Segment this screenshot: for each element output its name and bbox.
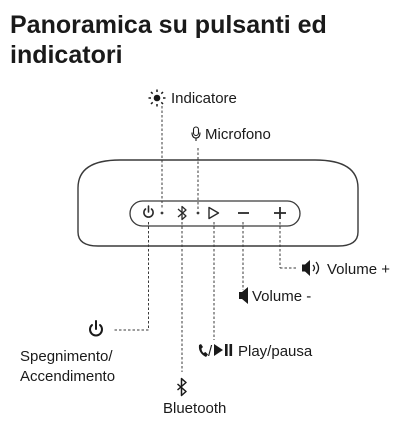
title-line-2: indicatori <box>10 41 123 69</box>
microphone-icon <box>191 126 201 141</box>
bluetooth-label: Bluetooth <box>163 400 226 417</box>
play-pause-icon <box>214 344 233 356</box>
phone-icon <box>198 344 208 357</box>
power-icon <box>143 205 154 218</box>
indicator-led <box>160 211 164 215</box>
power-button[interactable] <box>143 205 154 218</box>
title-line-1: Panoramica su pulsanti ed <box>10 11 327 39</box>
play-button[interactable] <box>208 206 220 220</box>
microphone-hole <box>196 211 200 215</box>
power-label-icon <box>89 320 103 337</box>
control-panel <box>129 200 301 227</box>
power-label-line-2: Accendimento <box>20 368 115 385</box>
bluetooth-button[interactable] <box>177 205 187 221</box>
plus-icon <box>274 207 286 219</box>
sun-icon <box>148 89 166 107</box>
play-icon <box>208 206 220 220</box>
play-pause-label: Play/pausa <box>238 343 313 360</box>
microphone-label: Microfono <box>205 126 271 143</box>
bluetooth-label-icon <box>177 377 187 397</box>
slash-separator: / <box>208 343 213 360</box>
volume-down-label: Volume - <box>252 288 311 305</box>
speaker-loud-icon <box>302 260 320 276</box>
power-label-line-1: Spegnimento/ <box>20 348 113 365</box>
indicator-label: Indicatore <box>171 90 237 107</box>
volume-up-label: Volume + <box>327 261 390 278</box>
volume-up-button[interactable] <box>274 207 286 219</box>
speaker-body <box>77 159 359 247</box>
bluetooth-icon <box>177 205 187 221</box>
speaker-icon <box>239 287 248 304</box>
page-title: Panoramica su pulsanti ed indicatori <box>10 10 400 70</box>
